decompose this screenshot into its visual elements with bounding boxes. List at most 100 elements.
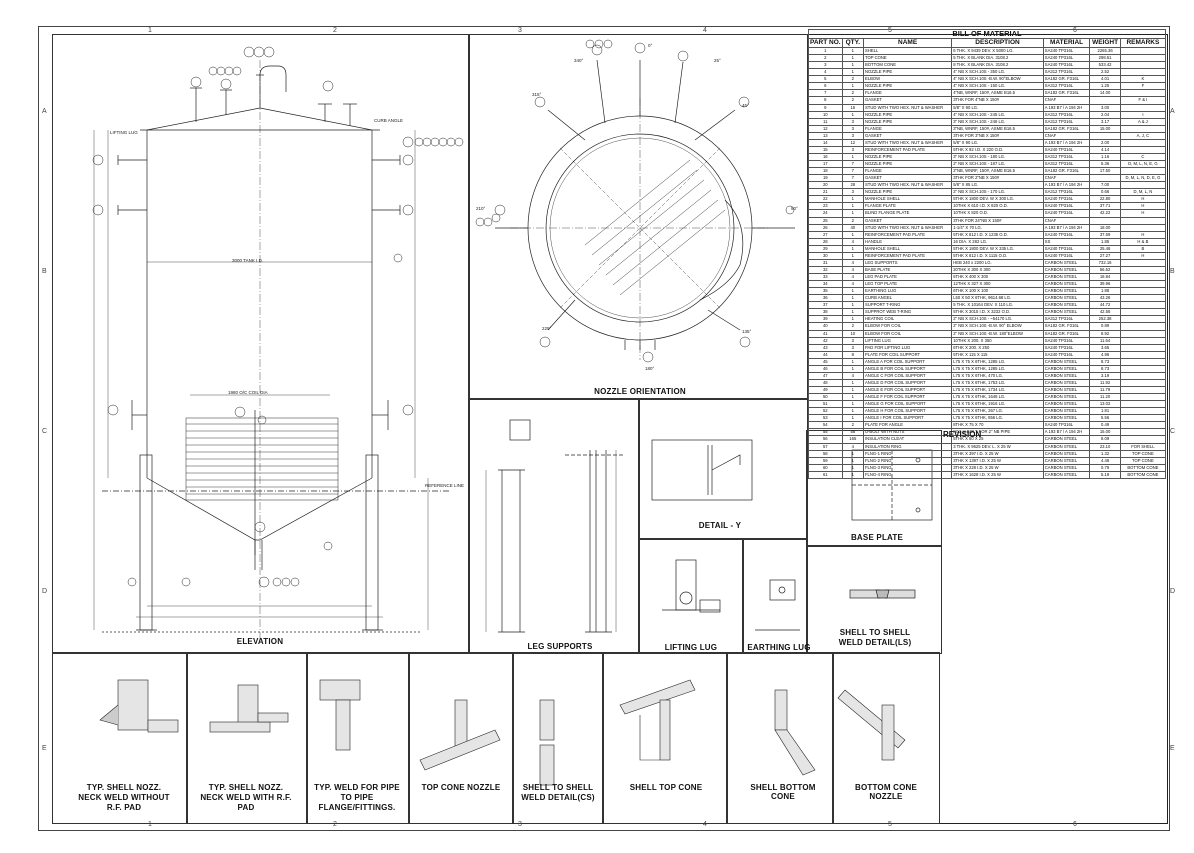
bom-cell: [1119, 393, 1167, 402]
caption-elevation: ELEVATION: [236, 637, 284, 646]
bom-cell: BOTTOM CONE: [1119, 470, 1167, 479]
weld2-panel: [186, 652, 308, 824]
bom-cell: 8.73: [1089, 364, 1121, 373]
bom-cell: 51: [808, 400, 843, 409]
angle-210: 210°: [476, 206, 486, 211]
bom-cell: 27: [808, 230, 843, 239]
bom-cell: L50 X 50 X 6THK, 9614.68 LG.: [951, 294, 1044, 303]
bom-cell: 732.16: [1089, 258, 1121, 267]
bom-cell: 61: [808, 470, 843, 479]
bom-cell: 1: [841, 449, 865, 458]
bom-cell: 12THK X 327 X 300: [951, 280, 1044, 289]
bom-header-name: NAME: [862, 38, 953, 48]
caption-shell-top-cone: SHELL TOP CONE: [629, 783, 703, 792]
zone-label-C-right: C: [1170, 428, 1176, 435]
bom-cell: PLATE FOR ANGLE: [862, 421, 953, 430]
bom-cell: SA312 TP316L: [1042, 82, 1091, 91]
shell-weld-ls-panel: [806, 545, 942, 654]
shell-top-cone-panel: [602, 652, 728, 824]
bom-cell: 3THK FOR 3"NB X 150#: [951, 131, 1044, 140]
angle-45: 45°: [742, 103, 749, 108]
bom-cell: 58: [808, 449, 843, 458]
bom-cell: HANDLE: [862, 237, 953, 246]
bottom-cone-nozzle-panel: [832, 652, 940, 824]
bom-cell: 8: [841, 350, 865, 359]
bom-cell: 31: [808, 258, 843, 267]
bom-cell: 1: [841, 301, 865, 310]
bom-cell: TOP CONE: [862, 54, 953, 63]
bom-cell: H: [1119, 202, 1167, 211]
bom-cell: 3THK FOR 4"NB X 150#: [951, 96, 1044, 105]
bom-cell: 1: [841, 364, 865, 373]
bom-cell: NOZZLE PIPE: [862, 188, 953, 197]
caption-shell-weld-cs: SHELL TO SHELL WELD DETAIL(CS): [521, 783, 595, 802]
bom-cell: BASE PLATE: [862, 265, 953, 275]
bom-cell: 23.10: [1089, 442, 1121, 451]
caption-base-plate: BASE PLATE: [850, 533, 904, 542]
note-lifting-lug: LIFTING LUG: [110, 130, 138, 135]
bom-cell: 10THK X 610 I.D. X 820 O.D.: [951, 202, 1044, 211]
bom-cell: 1.85: [1089, 237, 1121, 246]
bom-cell: SA240 TP316L: [1042, 343, 1091, 352]
bom-cell: SA240 TP316L: [1042, 46, 1091, 56]
bom-cell: 2: [808, 54, 843, 63]
bom-cell: 28: [808, 237, 843, 246]
bom-cell: [1119, 428, 1167, 437]
bom-cell: 1: [841, 202, 865, 211]
note-reference-line: REFERENCE LINE: [425, 483, 465, 488]
bom-cell: [1119, 46, 1167, 56]
bom-cell: [1119, 265, 1167, 275]
elevation-vessel: [93, 60, 450, 640]
bom-cell: 4: [841, 265, 865, 275]
bom-cell: 4.14: [1089, 145, 1121, 154]
bom-cell: INSULATION RING: [862, 442, 953, 451]
bom-cell: 4.01: [1089, 75, 1121, 84]
bom-cell: 8 THK. X BLANK DIA. 3108.2: [951, 61, 1044, 70]
bom-cell: 2: [841, 96, 865, 105]
note-tank-id: 3000 TANK I.D.: [232, 258, 264, 263]
bom-cell: LIFTING LUG: [862, 336, 953, 345]
bom-cell: L75 X 75 X 6THK, 856 LG.: [951, 414, 1044, 423]
bom-cell: 15: [808, 145, 843, 154]
bom-cell: L75 X 75 X 6THK, 470 LG.: [951, 371, 1044, 380]
bom-cell: FLNG-3 RING: [862, 463, 953, 472]
bom-cell: 8THK X 75 X 70: [951, 421, 1044, 430]
bom-cell: 12: [841, 138, 865, 147]
bom-cell: CNAF: [1042, 96, 1091, 105]
bom-header-part-no: PART NO.: [808, 38, 843, 48]
bom-cell: [1119, 287, 1167, 296]
bom-cell: D, M, L, N: [1119, 188, 1167, 197]
bom-cell: ANGLE G FOR COIL SUPPORT: [862, 400, 953, 409]
angle-180: 180°: [645, 366, 655, 371]
bom-cell: 32: [808, 265, 843, 275]
bom-cell: CARBON STEEL: [1042, 287, 1091, 296]
bom-cell: CARBON STEEL: [1042, 442, 1091, 451]
shell-weld-ls-drawing: [849, 589, 916, 599]
bom-cell: 5THK X 92 I.D. X 220 O.D.: [951, 145, 1044, 154]
bom-cell: SA240 TP316L: [1042, 202, 1091, 211]
bom-cell: 5THK X 3015 I.D. X 3232 O.D.: [951, 308, 1044, 317]
bom-cell: CARBON STEEL: [1042, 414, 1091, 423]
bom-cell: L75 X 75 X 6THK, 267 LG.: [951, 407, 1044, 416]
zone-label-3-bottom: 3: [518, 821, 522, 828]
bom-cell: ANGLE E FOR COIL SUPPORT: [862, 385, 953, 395]
bom-cell: 1: [841, 294, 865, 303]
bom-cell: 42.56: [1089, 308, 1121, 317]
bom-cell: 1: [841, 378, 865, 388]
bom-cell: 5/8" X 85 LG.: [951, 181, 1044, 190]
bom-cell: A 193 B7 / A 194 2H: [1042, 181, 1091, 190]
bom-cell: 3 THK. X 9625 DEV. L. X 25 W: [951, 442, 1044, 451]
